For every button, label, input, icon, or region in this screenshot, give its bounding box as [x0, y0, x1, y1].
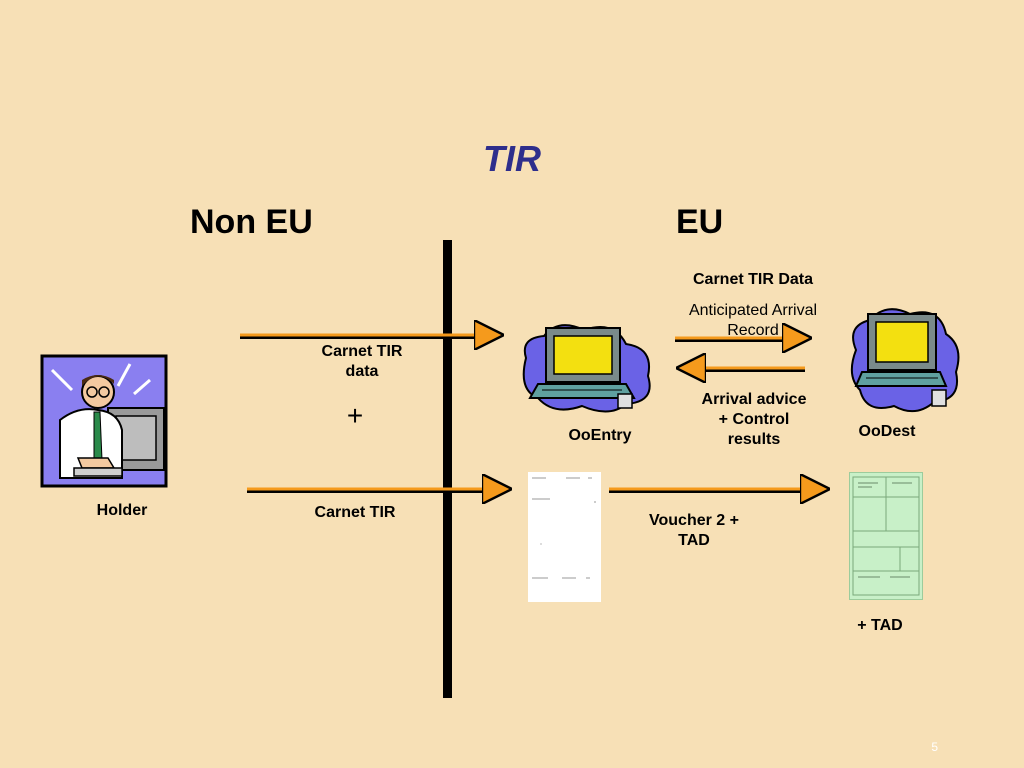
zone-non-eu: Non EU: [190, 203, 313, 241]
label-line: Record: [727, 322, 779, 339]
label-oodest: OoDest: [858, 423, 916, 440]
label-carnet-tir: Carnet TIR: [314, 504, 396, 521]
page-number: 5: [931, 740, 938, 754]
voucher-lines-icon: [532, 477, 596, 579]
label-carnet-tir-data-left: Carnet TIR data: [300, 342, 424, 382]
tad-form-icon: [852, 476, 920, 596]
arrow-oodest-to-ooentry: [682, 368, 805, 370]
ooentry-computer-icon: [522, 324, 651, 413]
plus-sign: +: [346, 400, 364, 431]
oodest-computer-icon: [850, 308, 960, 413]
zone-eu: EU: [676, 203, 724, 241]
label-voucher-tad: Voucher 2 + TAD: [628, 511, 760, 551]
arrow-voucher-to-tad: [609, 489, 824, 491]
label-carnet-tir-data-right: Carnet TIR Data: [692, 271, 814, 288]
arrow-carnet-to-voucher: [247, 489, 506, 491]
label-line: results: [727, 431, 781, 448]
label-line: TAD: [678, 532, 710, 549]
arrow-ooentry-to-oodest: [675, 338, 806, 340]
label-arrival-advice: Arrival advice + Control results: [674, 390, 834, 450]
voucher-document: [528, 472, 601, 602]
label-line: Anticipated Arrival: [688, 302, 818, 319]
label-anticipated-arrival-record: Anticipated Arrival Record: [666, 301, 840, 341]
label-line: Voucher 2 +: [649, 512, 739, 529]
holder-icon: [40, 354, 168, 488]
label-line: Arrival advice: [701, 391, 807, 408]
label-holder: Holder: [96, 502, 148, 519]
arrow-data-to-ooentry: [240, 335, 498, 337]
slide-title: TIR: [483, 138, 541, 179]
label-ooentry: OoEntry: [568, 427, 632, 444]
border-divider: [443, 240, 452, 698]
label-plus-tad: + TAD: [857, 617, 903, 634]
label-line: data: [345, 363, 379, 380]
label-line: Carnet TIR: [321, 343, 403, 360]
tad-document: [849, 472, 923, 600]
label-line: + Control: [718, 411, 790, 428]
